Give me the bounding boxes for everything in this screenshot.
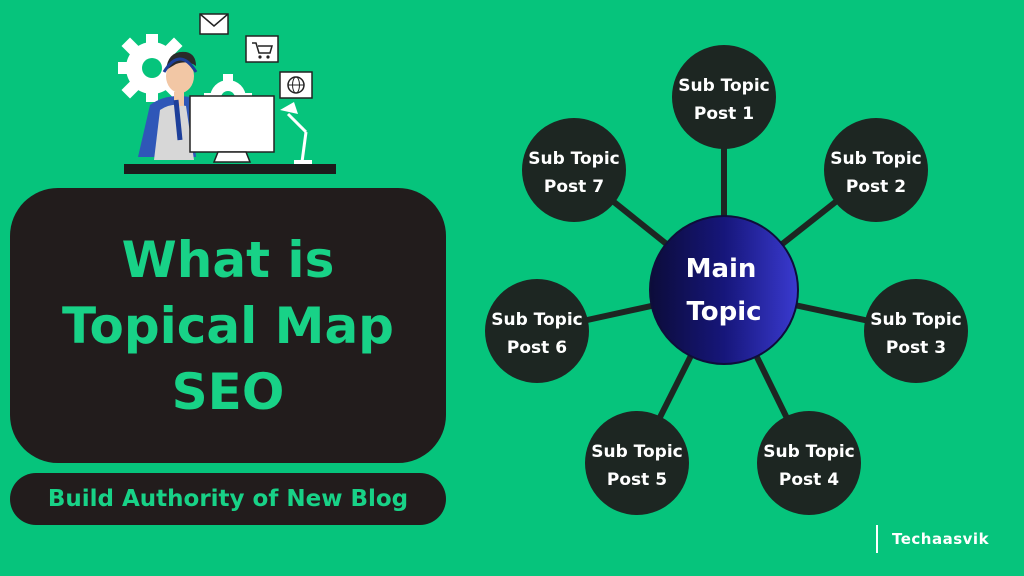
main-topic-circle [649,215,799,365]
title-line-3: SEO [171,362,285,421]
sub-topic-label-3-line-1: Sub Topic [870,310,962,330]
sub-topic-label-7-line-2: Post 7 [544,177,604,197]
sub-topic-label-6-line-1: Sub Topic [491,310,583,330]
sub-topic-label-7-line-1: Sub Topic [528,149,620,169]
sub-topic-circle-3 [864,279,968,383]
title-panel: What is Topical Map SEO [10,188,446,463]
person-figure [138,51,198,160]
title-line-1: What is [121,230,335,289]
sub-topic-circle-4 [757,411,861,515]
main-topic-node: Main Topic [649,215,799,365]
subtitle-text: Build Authority of New Blog [47,486,409,512]
sub-topic-label-4-line-1: Sub Topic [763,442,855,462]
support-agent-illustration [118,13,336,174]
monitor-icon [189,95,275,163]
sub-topic-circle-7 [522,118,626,222]
envelope-icon [199,13,229,35]
sub-topic-circle-6 [485,279,589,383]
desk-lamp-icon [280,102,312,164]
sub-topic-label-1-line-2: Post 1 [694,104,754,124]
sub-topic-label-2-line-2: Post 2 [846,177,906,197]
sub-topic-label-6-line-2: Post 6 [507,338,567,358]
subtitle-panel: Build Authority of New Blog [10,473,446,525]
sub-topic-label-5-line-1: Sub Topic [591,442,683,462]
cart-icon [245,35,279,63]
sub-topic-label-5-line-2: Post 5 [607,470,667,490]
sub-topic-label-3-line-2: Post 3 [886,338,946,358]
sub-topic-circle-1 [672,45,776,149]
globe-icon [279,71,313,99]
sub-topic-circle-5 [585,411,689,515]
main-topic-label-2: Topic [686,297,761,327]
sub-topic-label-2-line-1: Sub Topic [830,149,922,169]
desk [124,164,336,174]
headset-icon [162,57,198,73]
brand-name: Techaasvik [892,530,990,548]
sub-topic-circle-2 [824,118,928,222]
brand-mark: Techaasvik [876,525,989,553]
sub-topic-label-4-line-2: Post 4 [779,470,839,490]
sub-topic-label-1-line-1: Sub Topic [678,76,770,96]
title-line-2: Topical Map [62,296,394,355]
main-topic-label-1: Main [686,254,757,284]
